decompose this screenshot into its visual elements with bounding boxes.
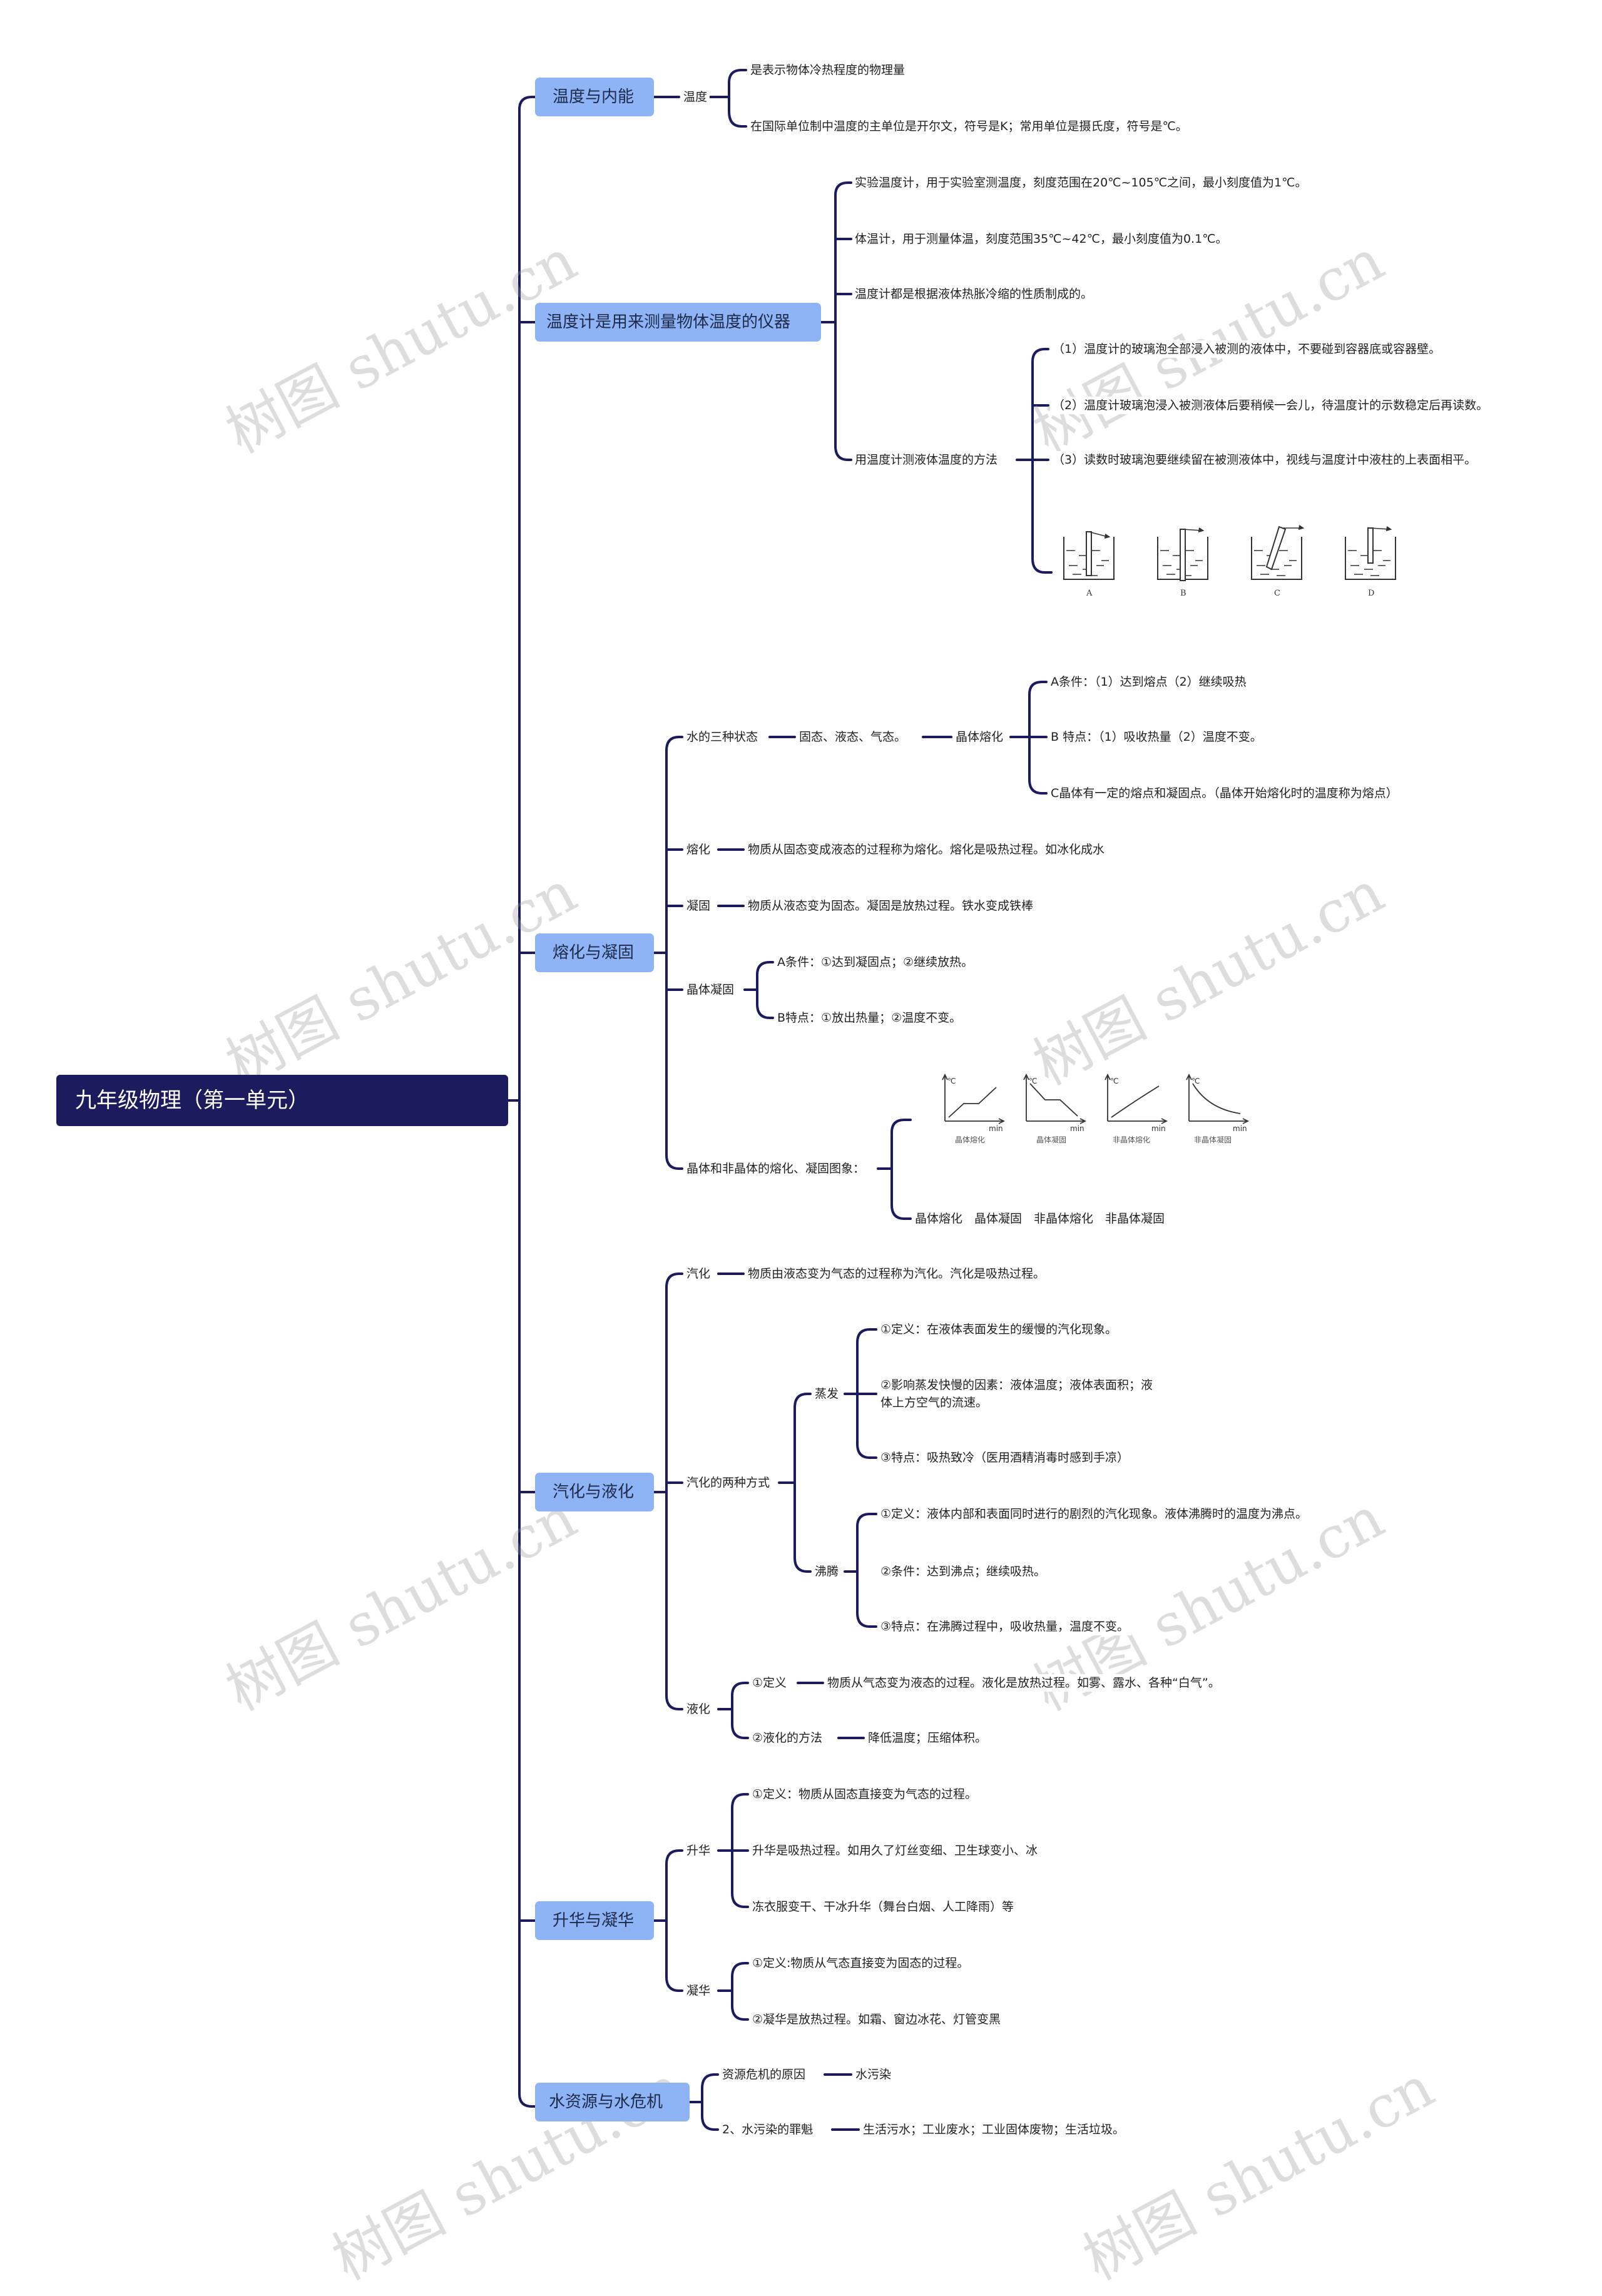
node-lab-thermometer[interactable]: 实验温度计，用于实验室测温度，刻度范围在20℃~105℃之间，最小刻度值为1℃。 bbox=[852, 174, 1310, 191]
node-evap-factors[interactable]: ②影响蒸发快慢的因素：液体温度；液体表面积；液体上方空气的流速。 bbox=[878, 1376, 1161, 1411]
node-evap-definition[interactable]: ①定义：在液体表面发生的缓慢的汽化现象。 bbox=[878, 1321, 1120, 1338]
node-deposit[interactable]: 凝华 bbox=[684, 1982, 713, 1999]
beaker-figure: A B C D bbox=[1063, 525, 1396, 598]
node-crystal-solidify[interactable]: 晶体凝固 bbox=[684, 981, 737, 998]
node-solid-feature[interactable]: B特点：①放出热量；②温度不变。 bbox=[775, 1009, 964, 1027]
node-sublime-definition[interactable]: ①定义：物质从固态直接变为气态的过程。 bbox=[750, 1785, 980, 1803]
beaker-label-b: B bbox=[1180, 589, 1186, 598]
node-melt-point[interactable]: C晶体有一定的熔点和凝固点。（晶体开始熔化时的温度称为熔点） bbox=[1048, 785, 1400, 802]
node-boil-condition[interactable]: ②条件：达到沸点；继续吸热。 bbox=[878, 1563, 1049, 1580]
node-method-step-2[interactable]: （2）温度计玻璃泡浸入被测液体后要稍候一会儿，待温度计的示数稳定后再读数。 bbox=[1050, 397, 1491, 414]
node-liquefy-method[interactable]: ②液化的方法 bbox=[750, 1729, 825, 1747]
beaker-label-a: A bbox=[1086, 589, 1093, 598]
topic-melting-solidification[interactable]: 熔化与凝固 bbox=[535, 933, 654, 972]
node-sublime-examples-1[interactable]: 升华是吸热过程。如用久了灯丝变细、卫生球变小、冰 bbox=[750, 1842, 1041, 1859]
node-graphs[interactable]: 晶体和非晶体的熔化、凝固图象： bbox=[684, 1160, 868, 1177]
node-deposit-definition[interactable]: ①定义:物质从气态直接变为固态的过程。 bbox=[750, 1954, 972, 1972]
topic-thermometer[interactable]: 温度计是用来测量物体温度的仪器 bbox=[535, 303, 821, 342]
node-melt-condition[interactable]: A条件：（1）达到熔点（2）继续吸热 bbox=[1048, 673, 1249, 691]
graph-amorphous-melting: ℃ min 非晶体熔化 bbox=[1105, 1073, 1168, 1144]
graph-label-4: 非晶体凝固 bbox=[1194, 1135, 1232, 1144]
graph-label-1: 晶体熔化 bbox=[955, 1135, 985, 1144]
node-three-states[interactable]: 水的三种状态 bbox=[684, 728, 761, 746]
node-solidify[interactable]: 凝固 bbox=[684, 897, 713, 915]
graph-crystal-solidify: ℃ min 晶体凝固 bbox=[1023, 1073, 1087, 1144]
node-liquefy-definition[interactable]: ①定义 bbox=[750, 1674, 790, 1692]
node-pollution-culprit[interactable]: 2、水污染的罪魁 bbox=[720, 2121, 816, 2138]
graph-label-3: 非晶体熔化 bbox=[1113, 1135, 1150, 1144]
node-vaporize[interactable]: 汽化 bbox=[684, 1265, 713, 1283]
node-states[interactable]: 固态、液态、气态。 bbox=[797, 728, 909, 746]
node-temperature-unit[interactable]: 在国际单位制中温度的主单位是开尔文，符号是K；常用单位是摄氏度，符号是℃。 bbox=[748, 118, 1190, 135]
node-solidify-definition[interactable]: 物质从液态变为固态。凝固是放热过程。铁水变成铁棒 bbox=[745, 897, 1036, 915]
phase-graphs: ℃ min 晶体熔化 ℃ min 晶体凝固 ℃ min 非晶体熔化 ℃ min … bbox=[942, 1073, 1250, 1144]
node-boil-feature[interactable]: ③特点：在沸腾过程中，吸收热量，温度不变。 bbox=[878, 1618, 1132, 1635]
topic-sublimation-deposition[interactable]: 升华与凝华 bbox=[535, 1901, 654, 1940]
graph-y-unit: ℃ bbox=[1029, 1077, 1037, 1085]
node-vaporize-definition[interactable]: 物质由液态变为气态的过程称为汽化。汽化是吸热过程。 bbox=[745, 1265, 1048, 1283]
beaker-d bbox=[1345, 526, 1396, 580]
root-topic[interactable]: 九年级物理（第一单元） bbox=[56, 1075, 508, 1126]
node-liquefy[interactable]: 液化 bbox=[684, 1700, 713, 1718]
topic-temperature-internal-energy[interactable]: 温度与内能 bbox=[535, 78, 654, 116]
graph-x-unit: min bbox=[989, 1124, 1003, 1133]
graph-x-unit: min bbox=[1151, 1124, 1166, 1133]
beaker-label-c: C bbox=[1274, 589, 1280, 598]
node-thermometer-principle[interactable]: 温度计都是根据液体热胀冷缩的性质制成的。 bbox=[852, 285, 1096, 303]
graph-y-unit: ℃ bbox=[947, 1077, 956, 1085]
node-evaporate[interactable]: 蒸发 bbox=[812, 1385, 842, 1403]
topic-vaporization-liquefaction[interactable]: 汽化与液化 bbox=[535, 1473, 654, 1511]
node-body-thermometer[interactable]: 体温计，用于测量体温，刻度范围35℃~42℃，最小刻度值为0.1℃。 bbox=[852, 230, 1230, 248]
node-deposit-examples[interactable]: ②凝华是放热过程。如霜、窗边冰花、灯管变黑 bbox=[750, 2011, 1004, 2028]
graph-label-2: 晶体凝固 bbox=[1036, 1135, 1066, 1144]
graph-y-unit: ℃ bbox=[1110, 1077, 1118, 1085]
node-temperature[interactable]: 温度 bbox=[681, 88, 710, 106]
node-evap-feature[interactable]: ③特点：吸热致冷（医用酒精消毒时感到手凉） bbox=[878, 1449, 1132, 1466]
beaker-label-d: D bbox=[1368, 589, 1374, 598]
node-boil[interactable]: 沸腾 bbox=[812, 1563, 842, 1580]
node-solid-condition[interactable]: A条件：①达到凝固点；②继续放热。 bbox=[775, 953, 976, 971]
connector-lines bbox=[507, 69, 1053, 2131]
node-measure-method[interactable]: 用温度计测液体温度的方法 bbox=[852, 451, 1001, 469]
node-melting-definition[interactable]: 物质从固态变成液态的过程称为熔化。熔化是吸热过程。如冰化成水 bbox=[745, 841, 1108, 858]
graph-amorphous-solidify: ℃ min 非晶体凝固 bbox=[1186, 1073, 1250, 1144]
node-sublime[interactable]: 升华 bbox=[684, 1842, 713, 1859]
node-crystal-melting[interactable]: 晶体熔化 bbox=[953, 728, 1006, 746]
node-temperature-definition[interactable]: 是表示物体冷热程度的物理量 bbox=[748, 61, 908, 79]
topic-water-resources[interactable]: 水资源与水危机 bbox=[535, 2083, 690, 2121]
node-method-step-3[interactable]: （3）读数时玻璃泡要继续留在被测液体中，视线与温度计中液柱的上表面相平。 bbox=[1050, 451, 1479, 469]
node-crisis-value[interactable]: 水污染 bbox=[853, 2066, 894, 2083]
beaker-c bbox=[1251, 525, 1305, 580]
node-method-step-1[interactable]: （1）温度计的玻璃泡全部浸入被测的液体中，不要碰到容器底或容器壁。 bbox=[1050, 340, 1444, 358]
node-liquefy-definition-text[interactable]: 物质从气态变为液态的过程。液化是放热过程。如雾、露水、各种“白气”。 bbox=[825, 1674, 1223, 1692]
graph-crystal-melting: ℃ min 晶体熔化 bbox=[942, 1073, 1006, 1144]
node-pollution-sources[interactable]: 生活污水；工业废水；工业固体废物；生活垃圾。 bbox=[860, 2121, 1128, 2138]
graph-x-unit: min bbox=[1233, 1124, 1247, 1133]
node-melt-feature[interactable]: B 特点：（1）吸收热量（2）温度不变。 bbox=[1048, 728, 1265, 746]
node-melting[interactable]: 熔化 bbox=[684, 841, 713, 858]
node-sublime-examples-2[interactable]: 冻衣服变干、干冰升华（舞台白烟、人工降雨）等 bbox=[750, 1898, 1017, 1916]
beaker-a bbox=[1063, 531, 1115, 580]
node-two-ways[interactable]: 汽化的两种方式 bbox=[684, 1474, 773, 1491]
node-graph-names[interactable]: 晶体熔化 晶体凝固 非晶体熔化 非晶体凝固 bbox=[912, 1210, 1168, 1227]
node-boil-definition[interactable]: ①定义：液体内部和表面同时进行的剧烈的汽化现象。液体沸腾时的温度为沸点。 bbox=[878, 1505, 1310, 1523]
graph-x-unit: min bbox=[1070, 1124, 1084, 1133]
beaker-b bbox=[1157, 527, 1208, 581]
graph-y-unit: ℃ bbox=[1191, 1077, 1200, 1085]
node-crisis-cause[interactable]: 资源危机的原因 bbox=[720, 2066, 809, 2083]
node-liquefy-method-text[interactable]: 降低温度；压缩体积。 bbox=[865, 1729, 990, 1747]
